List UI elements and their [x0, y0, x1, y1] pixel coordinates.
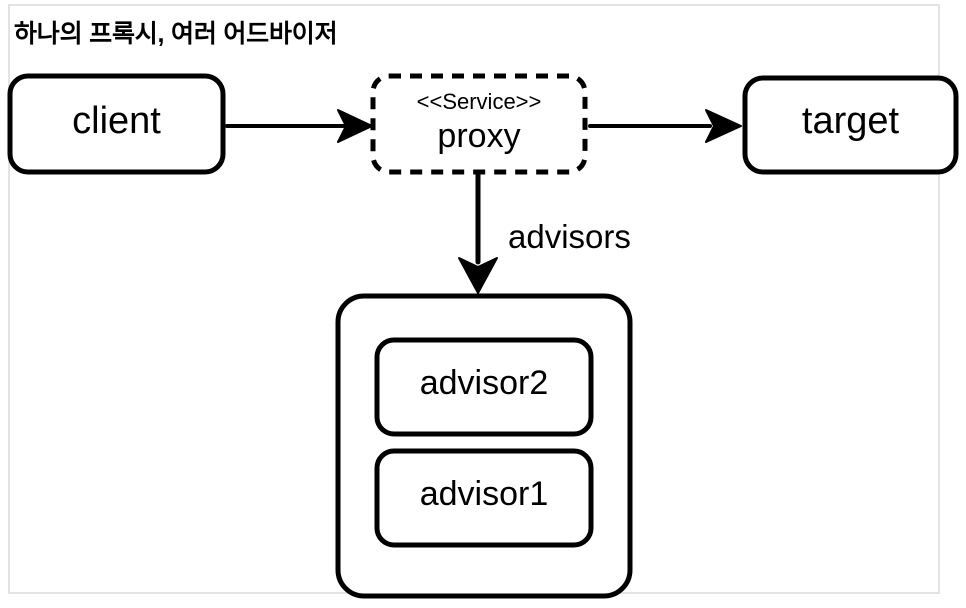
node-client[interactable]	[7, 73, 226, 175]
edge-client-to-proxy	[225, 109, 373, 143]
node-advisor1[interactable]	[374, 448, 594, 548]
node-advisor1-label: advisor1	[419, 475, 549, 513]
node-target-label: target	[801, 100, 900, 142]
node-proxy-stereotype: <<Service>>	[416, 89, 542, 114]
node-target[interactable]	[742, 75, 959, 175]
arrowhead-icon	[705, 109, 742, 143]
page-title: 하나의 프록시, 여러 어드바이저	[14, 20, 338, 48]
arrowhead-icon	[337, 109, 373, 143]
edge-proxy-to-advisors	[458, 171, 498, 294]
edge-proxy-to-target	[588, 109, 742, 143]
arrowhead-icon	[458, 257, 498, 294]
node-advisor2[interactable]	[374, 337, 594, 437]
node-client-label: client	[72, 100, 161, 142]
node-proxy-label: proxy	[437, 117, 521, 155]
edge-advisors-label: advisors	[508, 218, 631, 255]
node-advisor2-label: advisor2	[419, 364, 549, 402]
